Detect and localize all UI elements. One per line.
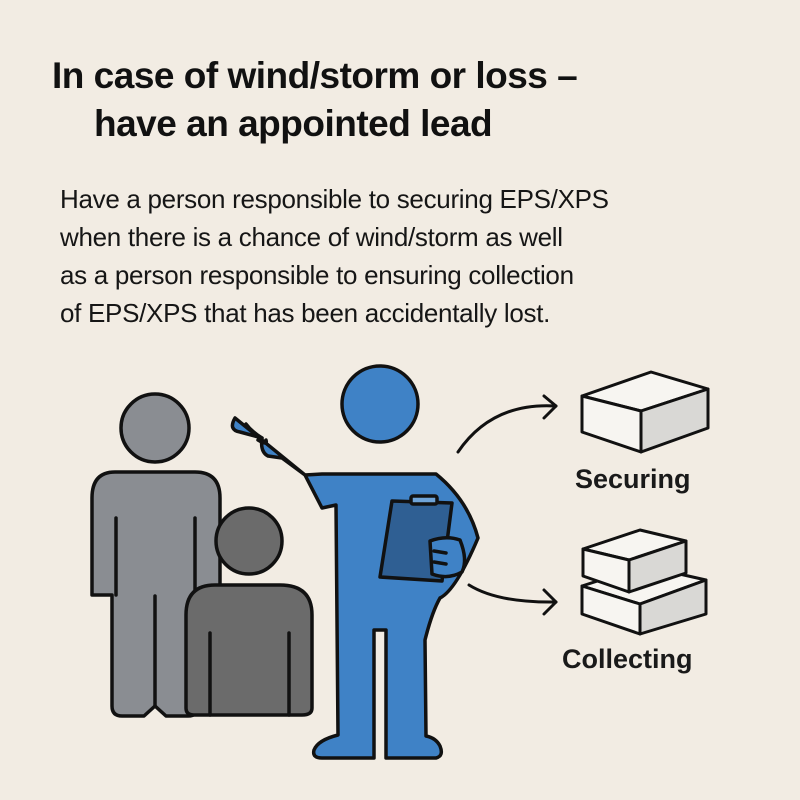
description-line: as a person responsible to ensuring coll… [60,260,574,290]
collecting-label: Collecting [562,644,693,674]
page-title: In case of wind/storm or loss – have an … [52,52,752,148]
description-line: of EPS/XPS that has been accidentally lo… [60,298,551,328]
seated-person-icon [184,506,314,717]
arrow-to-collecting-icon [467,583,558,616]
stacked-blocks-icon [580,528,708,636]
title-line-2: have an appointed lead [94,103,493,144]
description-line: when there is a chance of wind/storm as … [60,222,563,252]
description: Have a person responsible to securing EP… [60,180,760,332]
arrow-to-securing-icon [456,394,558,454]
clipboard-icon [378,494,467,583]
securing-label: Securing [575,464,691,494]
single-block-icon [580,370,710,454]
title-line-1: In case of wind/storm or loss – [52,55,578,96]
description-line: Have a person responsible to securing EP… [60,184,609,214]
